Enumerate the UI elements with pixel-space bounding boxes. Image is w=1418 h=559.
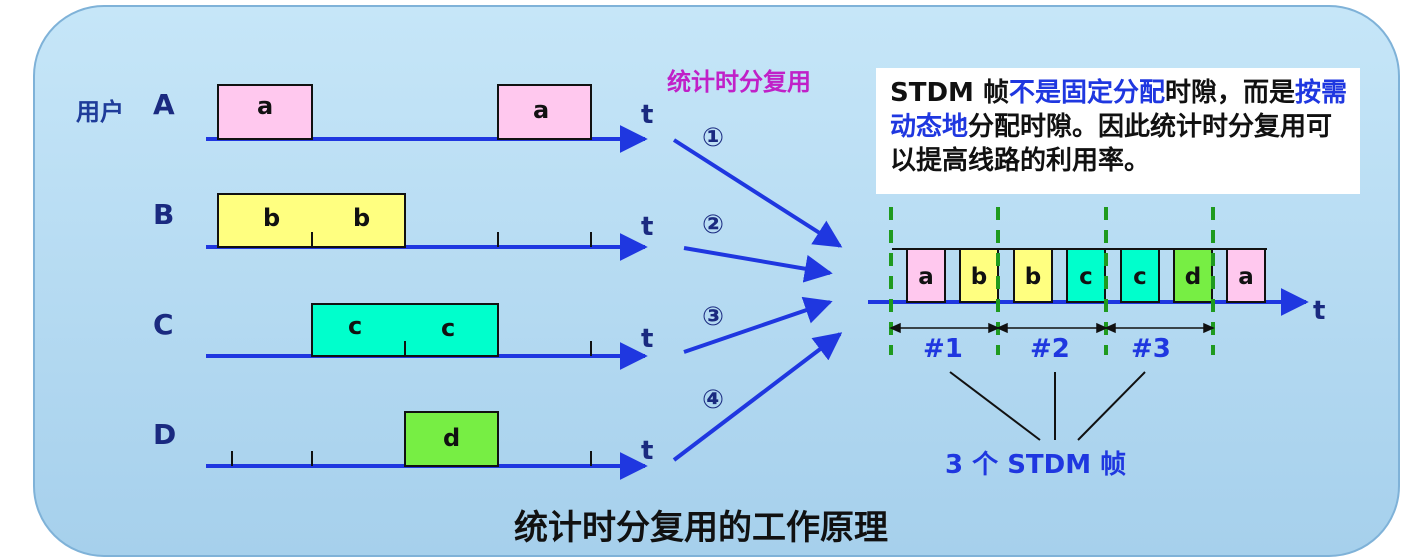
method-label: 统计时分复用: [667, 68, 811, 96]
arrow-number-2: ②: [702, 210, 725, 240]
stdm-slot: [1013, 248, 1053, 303]
users-label: 用户: [76, 98, 124, 126]
user-label-a: A: [153, 88, 175, 121]
arrow-1: [672, 138, 843, 248]
arrow-2: [683, 246, 833, 283]
explanation-note: STDM 帧不是固定分配时隙，而是按需动态地分配时隙。因此统计时分复用可以提高线…: [876, 68, 1360, 194]
stdm-slot: [1066, 248, 1106, 303]
user-label-d: D: [153, 418, 177, 451]
note-part-3: 分配时隙。因此统计时分复用可以提高线路的利用率。: [890, 112, 1333, 176]
stdm-slot: [1226, 248, 1266, 303]
frames-caption: 3 个 STDM 帧: [945, 450, 1127, 480]
block-a1: [217, 84, 313, 140]
note-part-2: 时隙，而是: [1164, 78, 1295, 108]
frame-callout-lines: [949, 371, 1146, 441]
stdm-slot: [959, 248, 999, 303]
stdm-slot-label: b: [971, 264, 987, 290]
block-a2: [497, 84, 592, 140]
frame-label-3: #3: [1131, 334, 1171, 364]
arrow-number-3: ③: [702, 302, 725, 332]
frame-label-2: #2: [1030, 334, 1070, 364]
time-label-b: t: [641, 212, 654, 242]
multiplex-arrows: [672, 138, 843, 462]
block-label-a2: a: [533, 96, 550, 124]
block-label-a1: a: [257, 92, 274, 120]
stdm-slot-label: c: [1133, 264, 1147, 290]
stdm-slot: [1173, 248, 1213, 303]
diagram-title: 统计时分复用的工作原理: [514, 508, 888, 548]
note-highlight-2: 按需动态地: [890, 78, 1348, 142]
arrow-4: [672, 332, 843, 462]
frame-label-1: #1: [923, 334, 963, 364]
block-d: [404, 411, 499, 467]
stdm-slot: [906, 248, 946, 303]
stdm-slot: [1120, 248, 1160, 303]
note-part-1: STDM 帧: [890, 78, 1009, 108]
user-label-c: C: [153, 308, 174, 341]
block-label-b2: b: [353, 204, 371, 232]
stdm-slot-label: d: [1185, 264, 1201, 290]
block-label-c2: c: [441, 314, 456, 342]
note-highlight-1: 不是固定分配: [1008, 78, 1165, 108]
block-label-c1: c: [348, 312, 363, 340]
arrow-3: [683, 296, 833, 354]
block-label-b1: b: [263, 204, 281, 232]
user-label-b: B: [153, 198, 175, 231]
time-label-stdm: t: [1313, 296, 1326, 326]
frame-width-markers: [889, 322, 1215, 334]
stdm-slot-label: b: [1025, 264, 1041, 290]
arrow-number-1: ①: [702, 123, 725, 153]
time-label-d: t: [641, 436, 654, 466]
block-label-d: d: [443, 424, 461, 452]
frame-boundaries: [889, 207, 1215, 355]
arrow-number-4: ④: [702, 385, 725, 415]
time-label-c: t: [641, 324, 654, 354]
stdm-slot-label: c: [1079, 264, 1093, 290]
user-blocks: [217, 84, 592, 467]
stdm-slot-label: a: [918, 264, 934, 290]
time-label-a: t: [641, 100, 654, 130]
stdm-slot-label: a: [1238, 264, 1254, 290]
